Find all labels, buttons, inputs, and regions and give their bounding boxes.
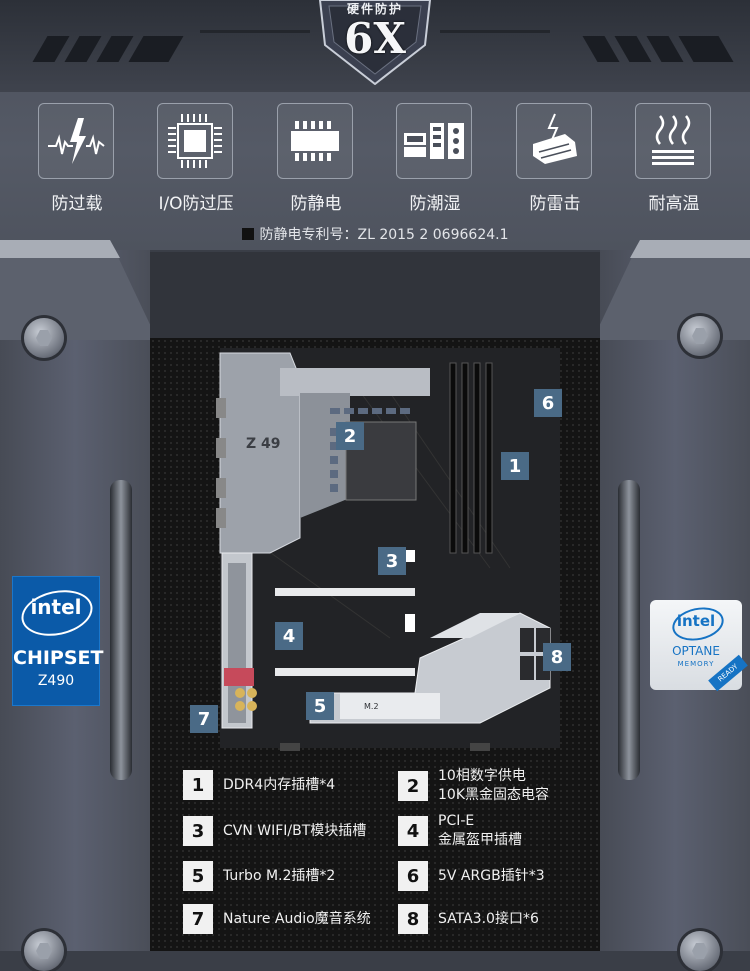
overload-icon xyxy=(48,118,105,164)
callout-2: 2 xyxy=(336,422,364,450)
feature-label: 防过载 xyxy=(51,194,103,214)
square-bullet-icon xyxy=(241,228,254,240)
badge-top-text: 硬件防护 xyxy=(346,2,403,16)
chipset-text: CHIPSET xyxy=(13,647,104,669)
memory-text: MEMORY xyxy=(677,660,715,668)
callout-4: 4 xyxy=(275,622,303,650)
bolt-icon xyxy=(24,318,64,358)
patent-text: 防静电专利号：ZL 2015 2 0696624.1 xyxy=(259,227,509,243)
feature-label: 耐高温 xyxy=(648,194,700,214)
feature-io: I/O防过压 xyxy=(157,103,235,214)
feature-lightning: 防雷击 xyxy=(516,103,594,214)
intel-chipset-logo: intel CHIPSET Z490 xyxy=(12,576,104,706)
chip-label: Z 49 xyxy=(246,436,281,452)
feature-overload: 防过载 xyxy=(38,103,116,214)
feature-moisture: 防潮湿 xyxy=(396,103,474,214)
callout-6: 6 xyxy=(534,389,562,417)
motherboard-illustration xyxy=(216,348,560,751)
right-rail xyxy=(618,480,640,780)
feature-heat: 耐高温 xyxy=(635,103,713,214)
intel-optane-logo: intel OPTANE MEMORY READY xyxy=(650,600,748,692)
ports-icon xyxy=(404,123,464,159)
callout-1: 1 xyxy=(501,452,529,480)
chip-icon xyxy=(168,114,222,168)
bolt-icon xyxy=(680,316,720,356)
badge-main-text: 6X xyxy=(344,14,406,63)
heat-icon xyxy=(652,115,694,165)
frame-bevels xyxy=(0,240,750,340)
callout-3: 3 xyxy=(378,547,406,575)
optane-text: OPTANE xyxy=(672,644,720,658)
callout-5: 5 xyxy=(306,692,334,720)
callout-8: 8 xyxy=(543,643,571,671)
intel-brand: intel xyxy=(30,595,82,619)
feature-label: 防雷击 xyxy=(529,194,581,214)
intel-brand: intel xyxy=(676,612,716,630)
left-rail xyxy=(110,480,132,780)
m2-label: M.2 xyxy=(364,702,379,711)
lightning-hand-icon xyxy=(533,113,577,164)
feature-label: I/O防过压 xyxy=(158,194,234,214)
memory-icon xyxy=(291,121,339,161)
patent-line: 防静电专利号：ZL 2015 2 0696624.1 xyxy=(0,224,750,244)
callout-7: 7 xyxy=(190,705,218,733)
bolt-icon xyxy=(24,931,64,971)
z490-text: Z490 xyxy=(37,673,75,689)
bolt-icon xyxy=(680,931,720,971)
shield-badge-icon xyxy=(318,0,432,85)
feature-esd: 防静电 xyxy=(277,103,355,214)
feature-label: 防静电 xyxy=(290,194,342,214)
feature-label: 防潮湿 xyxy=(409,194,461,214)
